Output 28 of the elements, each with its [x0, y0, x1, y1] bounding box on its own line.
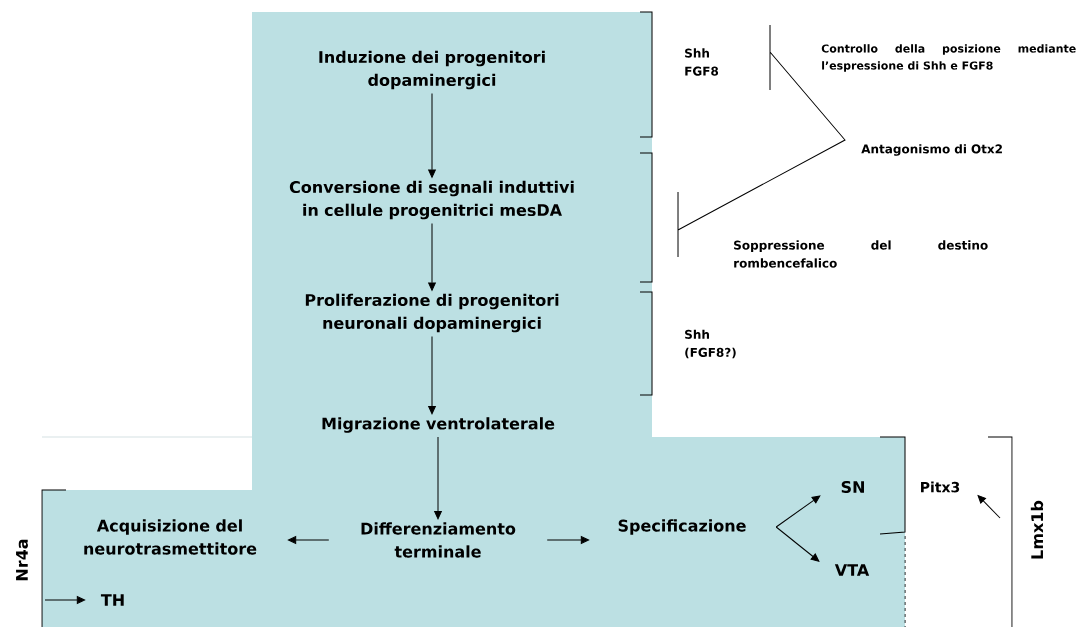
- annotation-text: Controllo della posizione mediante l’espressione di Shh e FGF8: [821, 44, 1076, 72]
- arrow: [287, 536, 330, 544]
- step-text: SN: [841, 480, 864, 494]
- arrow: [44, 596, 86, 604]
- step-text: Acquisizione del neurotrasmettitore: [84, 519, 257, 555]
- gene-label: Lmx1b: [1030, 500, 1044, 559]
- step-text: Differenziamento terminale: [361, 522, 516, 558]
- step-text: Migrazione ventrolaterale: [322, 417, 555, 433]
- arrow: [546, 536, 590, 544]
- annotation-text: Shh FGF8: [685, 48, 719, 76]
- annotation-text: Shh (FGF8?): [685, 329, 736, 359]
- gene-label: Nr4a: [16, 539, 28, 581]
- arrow: [428, 223, 436, 291]
- arrow: [428, 93, 436, 178]
- step-text: Pitx3: [921, 481, 960, 493]
- arrow: [775, 495, 821, 528]
- arrow: [775, 526, 820, 562]
- arrow: [434, 436, 442, 520]
- arrow: [428, 336, 436, 415]
- annotation-text: Antagonismo di Otx2: [861, 144, 1002, 156]
- step-text: TH: [100, 594, 124, 606]
- annotation-text: Soppressione del destino rombencefalico: [734, 240, 988, 268]
- arrow: [977, 495, 1001, 519]
- step-text: Induzione dei progenitori dopaminergici: [319, 50, 545, 90]
- step-text: Specificazione: [618, 519, 746, 535]
- step-text: VTA: [834, 564, 870, 576]
- step-text: Conversione di segnali induttivi in cellule progenitrici mesDA: [289, 180, 574, 220]
- step-text: Proliferazione di progenitori neuronali dopaminergici: [305, 293, 559, 333]
